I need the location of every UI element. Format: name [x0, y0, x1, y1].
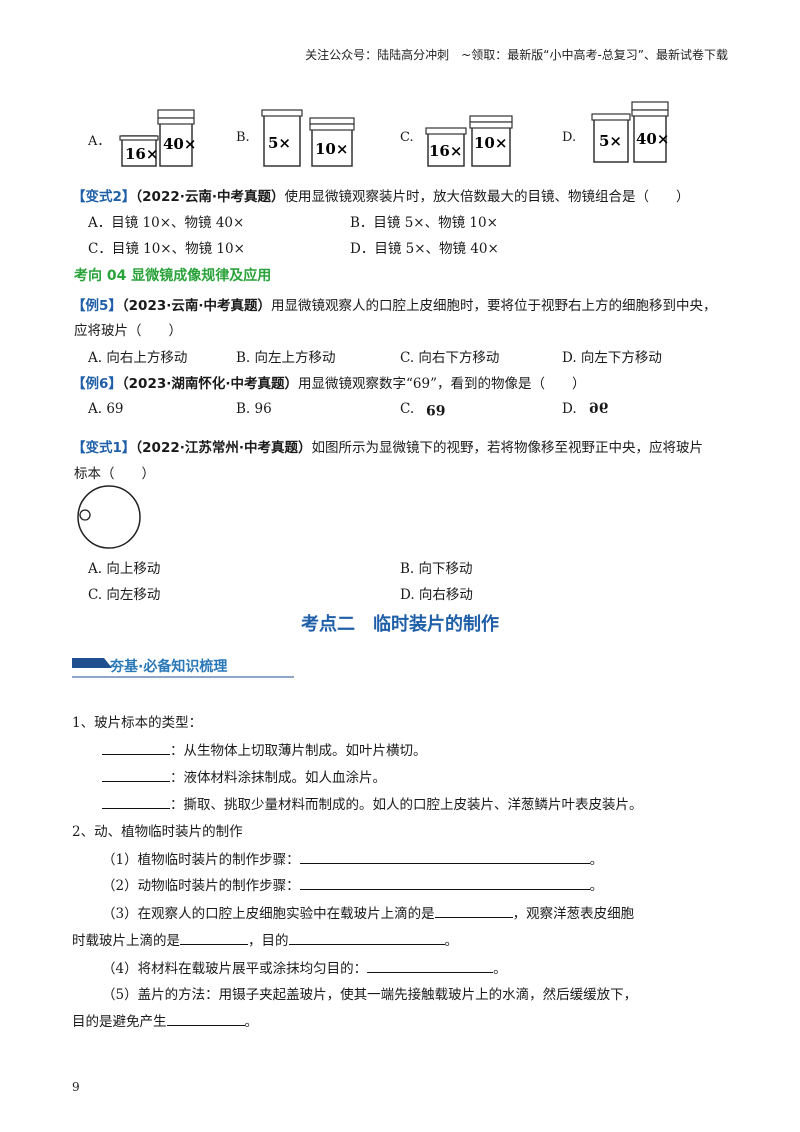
fill-blank[interactable]: [102, 740, 170, 755]
fill-blank[interactable]: [367, 958, 494, 973]
variant1-option-b: B. 向下移动: [400, 561, 473, 577]
example5-option-b: B. 向左上方移动: [236, 350, 336, 366]
banner-title: 夯基·必备知识梳理: [110, 659, 228, 675]
fill-blank[interactable]: [102, 794, 170, 809]
option-b-figure: 5× 10×: [261, 109, 355, 167]
variant1-option-a: A. 向上移动: [88, 561, 161, 577]
kaodian-2-title: 考点二 临时装片的制作: [301, 614, 499, 635]
rotated-69-glyph: 69: [426, 401, 446, 417]
fill-blank[interactable]: [288, 930, 445, 945]
k2-step3-line2: 时载玻片上滴的是，目的。: [72, 929, 458, 949]
option-d-letter: D.: [562, 130, 577, 145]
option-c-large-label: 10×: [474, 134, 507, 152]
example6-option-b: B. 96: [236, 401, 272, 417]
variant2-stem: 【变式2】（2022·云南·中考真题）使用显微镜观察装片时，放大倍数最大的目镜、…: [72, 189, 690, 205]
k2-step3: （3）在观察人的口腔上皮细胞实验中在载玻片上滴的是，观察洋葱表皮细胞: [102, 902, 634, 922]
option-a-small-label: 16×: [125, 145, 158, 163]
variant2-option-d: D．目镜 5×、物镜 40×: [350, 241, 499, 257]
k1-title: 1、玻片标本的类型：: [72, 715, 203, 731]
k2-step4: （4）将材料在载玻片展平或涂抹均匀目的：。: [102, 957, 507, 977]
example6-option-a: A. 69: [88, 401, 124, 417]
mirrored-96-glyph: 96: [588, 401, 609, 417]
option-c-letter: C.: [400, 130, 414, 145]
k1-line1: ：从生物体上切取薄片制成。如叶片横切。: [102, 739, 427, 759]
variant1-option-c: C. 向左移动: [88, 587, 161, 603]
fill-blank[interactable]: [299, 875, 590, 890]
option-a-large-label: 40×: [163, 135, 196, 153]
page-header: 关注公众号：陆陆高分冲刺 ~领取：最新版“小中高考-总复习”、最新试卷下载: [305, 48, 728, 62]
fill-blank[interactable]: [299, 849, 590, 864]
k2-step1: （1）植物临时装片的制作步骤：。: [102, 848, 603, 868]
banner-underline: [72, 676, 294, 678]
variant2-option-a: A．目镜 10×、物镜 40×: [88, 215, 245, 231]
section-heading-04: 考向 04 显微镜成像规律及应用: [74, 268, 272, 284]
example5-option-a: A. 向右上方移动: [88, 350, 188, 366]
k2-step2: （2）动物临时装片的制作步骤：。: [102, 874, 603, 894]
k2-step5-line2: 目的是避免产生。: [72, 1010, 258, 1030]
fill-blank[interactable]: [102, 767, 170, 782]
variant2-option-b: B．目镜 5×、物镜 10×: [350, 215, 498, 231]
option-c-figure: 16× 10×: [425, 115, 513, 167]
k2-title: 2、动、植物临时装片的制作: [72, 824, 243, 840]
option-d-large-label: 40×: [636, 130, 669, 148]
variant1-stem-line2: 标本（ ）: [74, 466, 155, 482]
example5-stem-line2: 应将玻片（ ）: [74, 323, 182, 339]
example5-stem: 【例5】（2023·云南·中考真题）用显微镜观察人的口腔上皮细胞时，要将位于视野…: [72, 298, 717, 314]
fill-blank[interactable]: [180, 930, 248, 945]
example5-option-c: C. 向右下方移动: [400, 350, 500, 366]
option-a-letter: A．: [88, 134, 111, 149]
variant1-stem: 【变式1】（2022·江苏常州·中考真题）如图所示为显微镜下的视野，若将物像移至…: [72, 440, 703, 456]
example5-option-d: D. 向左下方移动: [562, 350, 662, 366]
k1-line2: ：液体材料涂抹制成。如人血涂片。: [102, 766, 386, 786]
example6-option-d: D. 96: [562, 401, 609, 417]
option-a-figure: 16× 40×: [119, 109, 196, 167]
page-number: 9: [72, 1080, 80, 1094]
option-b-letter: B.: [236, 130, 250, 145]
variant2-option-c: C．目镜 10×、物镜 10×: [88, 241, 245, 257]
k2-step5: （5）盖片的方法：用镊子夹起盖玻片，使其一端先接触载玻片上的水滴，然后缓缓放下，: [102, 987, 638, 1003]
k1-line3: ：撕取、挑取少量材料而制成的。如人的口腔上皮装片、洋葱鳞片叶表皮装片。: [102, 793, 643, 813]
option-d-small-label: 5×: [599, 132, 622, 150]
example6-stem: 【例6】（2023·湖南怀化·中考真题）用显微镜观察数字“69”，看到的物像是（…: [72, 376, 586, 392]
option-b-large-label: 10×: [315, 140, 348, 158]
microscope-field-figure: [77, 485, 141, 549]
fill-blank[interactable]: [434, 903, 513, 918]
variant1-option-d: D. 向右移动: [400, 587, 473, 603]
option-d-figure: 5× 40×: [591, 101, 669, 163]
fill-blank[interactable]: [166, 1011, 245, 1026]
option-c-small-label: 16×: [429, 142, 462, 160]
option-b-small-label: 5×: [268, 134, 291, 152]
banner-bar: [72, 658, 112, 668]
example6-option-c: C. 69: [400, 401, 446, 417]
